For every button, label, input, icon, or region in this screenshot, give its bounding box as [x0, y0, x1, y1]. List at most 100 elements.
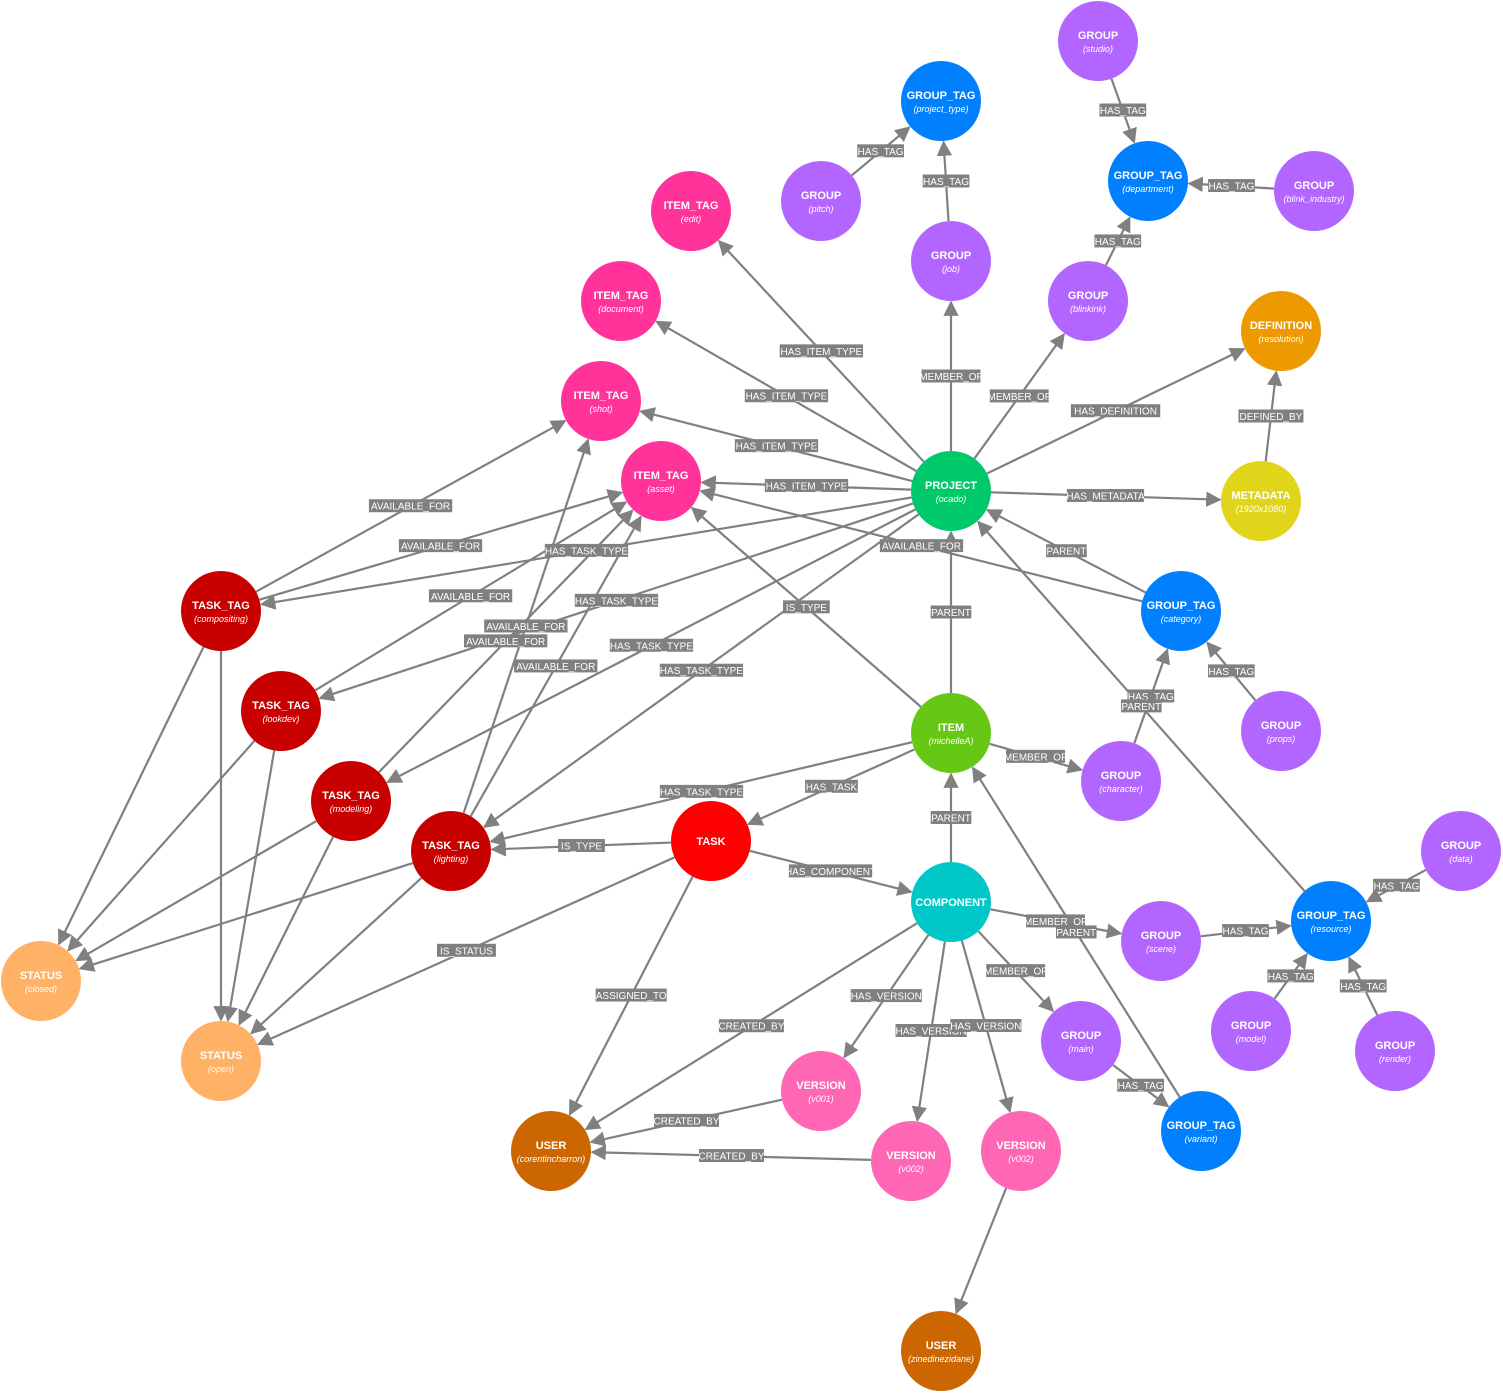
node-circle[interactable] — [181, 1021, 261, 1101]
node-tt_compositing[interactable]: TASK_TAG(compositing) — [181, 571, 261, 651]
node-name-label: (v002) — [898, 1164, 924, 1174]
node-status_closed[interactable]: STATUS(closed) — [1, 941, 81, 1021]
node-g_blinkink[interactable]: GROUP(blinkink) — [1048, 261, 1128, 341]
node-g_model[interactable]: GROUP(model) — [1211, 991, 1291, 1071]
node-circle[interactable] — [901, 1311, 981, 1391]
node-tt_lookdev[interactable]: TASK_TAG(lookdev) — [241, 671, 321, 751]
node-circle[interactable] — [671, 801, 751, 881]
node-circle[interactable] — [1241, 291, 1321, 371]
node-version_v002a[interactable]: VERSION(v002) — [871, 1121, 951, 1201]
node-g_studio[interactable]: GROUP(studio) — [1058, 1, 1138, 81]
node-circle[interactable] — [411, 811, 491, 891]
node-gt_variant[interactable]: GROUP_TAG(variant) — [1161, 1091, 1241, 1171]
edge-label: AVAILABLE_FOR — [428, 589, 513, 603]
node-circle[interactable] — [871, 1121, 951, 1201]
node-user_zinedine[interactable]: USER(zinedinezidane) — [901, 1311, 981, 1391]
node-name-label: (michelleA) — [928, 736, 973, 746]
node-meta_1920[interactable]: METADATA(1920x1080) — [1221, 461, 1301, 541]
edge-label-background — [464, 634, 548, 648]
node-circle[interactable] — [1274, 151, 1354, 231]
node-circle[interactable] — [911, 451, 991, 531]
node-circle[interactable] — [1048, 261, 1128, 341]
node-project[interactable]: PROJECT(ocado) — [911, 451, 991, 531]
node-gt_resource[interactable]: GROUP_TAG(resource) — [1291, 881, 1371, 961]
node-circle[interactable] — [1121, 901, 1201, 981]
node-circle[interactable] — [1108, 141, 1188, 221]
edge-label-background — [1207, 664, 1255, 678]
edge-label: HAS_TAG — [1099, 103, 1147, 117]
node-gt_department[interactable]: GROUP_TAG(department) — [1108, 141, 1188, 221]
edge-label-background — [609, 638, 694, 652]
edge-label-text: HAS_DEFINITION — [1074, 407, 1157, 418]
node-circle[interactable] — [911, 862, 991, 942]
edge-label: HAS_VERSION — [851, 989, 922, 1003]
edge-label: PARENT — [1055, 925, 1097, 939]
node-it_edit[interactable]: ITEM_TAG(edit) — [651, 171, 731, 251]
edge-label-text: HAS_VERSION — [896, 1027, 967, 1038]
node-circle[interactable] — [1421, 811, 1501, 891]
node-circle[interactable] — [581, 261, 661, 341]
node-g_scene[interactable]: GROUP(scene) — [1121, 901, 1201, 981]
node-g_data[interactable]: GROUP(data) — [1421, 811, 1501, 891]
node-circle[interactable] — [981, 1111, 1061, 1191]
node-it_document[interactable]: ITEM_TAG(document) — [581, 261, 661, 341]
node-circle[interactable] — [311, 761, 391, 841]
edge-label: HAS_TASK — [805, 779, 858, 793]
node-circle[interactable] — [1291, 881, 1371, 961]
node-tt_modeling[interactable]: TASK_TAG(modeling) — [311, 761, 391, 841]
node-circle[interactable] — [1221, 461, 1301, 541]
node-gt_project_type[interactable]: GROUP_TAG(project_type) — [901, 61, 981, 141]
node-circle[interactable] — [1081, 741, 1161, 821]
edge-label: HAS_METADATA — [1066, 488, 1145, 502]
node-g_job[interactable]: GROUP(job) — [911, 221, 991, 301]
node-circle[interactable] — [1058, 1, 1138, 81]
node-circle[interactable] — [561, 361, 641, 441]
node-circle[interactable] — [511, 1111, 591, 1191]
edge-label: MEMBER_OF — [1004, 749, 1067, 763]
node-circle[interactable] — [1141, 571, 1221, 651]
node-g_main[interactable]: GROUP(main) — [1041, 1001, 1121, 1081]
node-g_character[interactable]: GROUP(character) — [1081, 741, 1161, 821]
node-it_asset[interactable]: ITEM_TAG(asset) — [621, 441, 701, 521]
node-circle[interactable] — [241, 671, 321, 751]
node-circle[interactable] — [901, 61, 981, 141]
node-circle[interactable] — [781, 161, 861, 241]
node-version_v002b[interactable]: VERSION(v002) — [981, 1111, 1061, 1191]
edge-label: CREATED_BY — [718, 1019, 785, 1033]
node-g_blink_industry[interactable]: GROUP(blink_industry) — [1274, 151, 1354, 231]
node-circle[interactable] — [1355, 1011, 1435, 1091]
node-task[interactable]: TASK — [671, 801, 751, 881]
node-circle[interactable] — [1161, 1091, 1241, 1171]
edge-label-text: MEMBER_OF — [1024, 917, 1087, 928]
edge-label: HAS_TASK_TYPE — [659, 663, 743, 677]
edge-label-background — [895, 1024, 967, 1038]
node-gt_category[interactable]: GROUP_TAG(category) — [1141, 571, 1221, 651]
edge-label-background — [437, 943, 496, 957]
node-g_render[interactable]: GROUP(render) — [1355, 1011, 1435, 1091]
node-name-label: (modeling) — [330, 804, 373, 814]
node-type-label: GROUP — [1101, 770, 1141, 782]
node-g_props[interactable]: GROUP(props) — [1241, 691, 1321, 771]
node-g_pitch[interactable]: GROUP(pitch) — [781, 161, 861, 241]
node-status_open[interactable]: STATUS(open) — [181, 1021, 261, 1101]
node-circle[interactable] — [911, 221, 991, 301]
node-circle[interactable] — [1241, 691, 1321, 771]
node-circle[interactable] — [181, 571, 261, 651]
node-type-label: TASK_TAG — [252, 700, 310, 712]
node-circle[interactable] — [781, 1051, 861, 1131]
node-item[interactable]: ITEM(michelleA) — [911, 693, 991, 773]
node-circle[interactable] — [621, 441, 701, 521]
node-circle[interactable] — [1041, 1001, 1121, 1081]
edge-label-background — [930, 605, 972, 619]
node-component[interactable]: COMPONENT — [911, 862, 991, 942]
node-def_resolution[interactable]: DEFINITION(resolution) — [1241, 291, 1321, 371]
edge-tt_lighting-to-status_open — [250, 877, 423, 1035]
node-user_corentin[interactable]: USER(corentincharron) — [511, 1111, 591, 1191]
node-circle[interactable] — [1211, 991, 1291, 1071]
node-circle[interactable] — [651, 171, 731, 251]
node-version_v001[interactable]: VERSION(v001) — [781, 1051, 861, 1131]
node-circle[interactable] — [911, 693, 991, 773]
node-it_shot[interactable]: ITEM_TAG(shot) — [561, 361, 641, 441]
node-circle[interactable] — [1, 941, 81, 1021]
node-tt_lighting[interactable]: TASK_TAG(lighting) — [411, 811, 491, 891]
